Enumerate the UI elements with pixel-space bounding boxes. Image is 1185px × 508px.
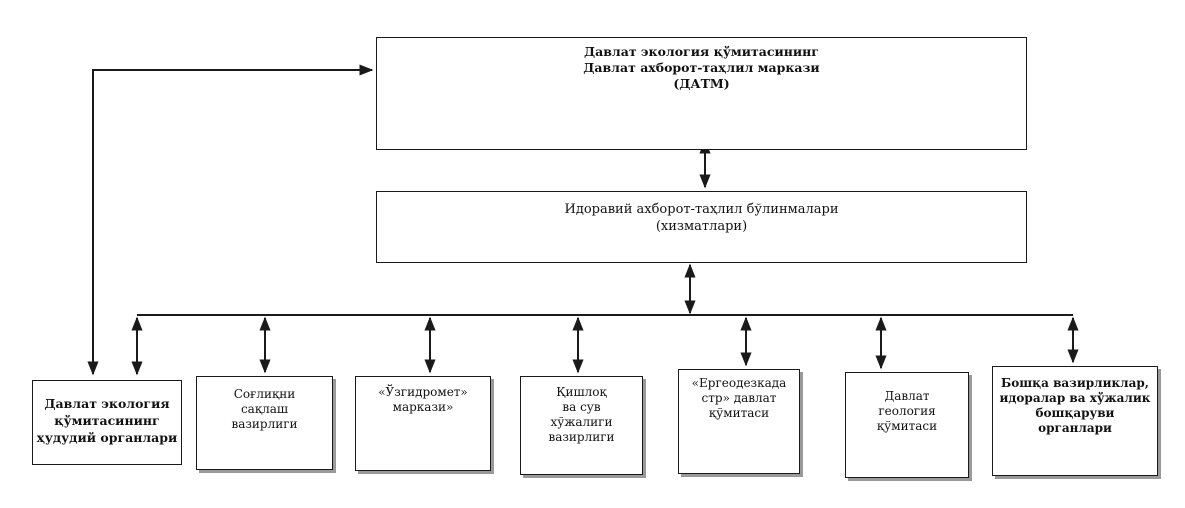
box-text-line: вазирлиги	[548, 430, 615, 444]
box-text-line: Қишлоқ	[556, 385, 607, 399]
box-text-line: Давлат	[884, 389, 930, 403]
box-text-line: қўмитаси	[876, 419, 938, 433]
regional-bodies-box: Давлат экология қўмитасининг ҳудудий орг…	[32, 380, 182, 465]
datm-title-line-1: Давлат экология қўмитасининг	[584, 44, 819, 59]
box-text-line: сақлаш	[240, 402, 289, 416]
box-text-line: Давлат экология	[44, 396, 170, 411]
geology-committee-box: Давлат геология қўмитаси	[845, 372, 969, 478]
box-text-line: стр» давлат	[701, 391, 777, 405]
box-text-line: ҳудудий органлари	[36, 430, 178, 445]
datm-title-line-3: (ДАТМ)	[673, 76, 730, 91]
box-text-line: қўмитасининг	[54, 413, 160, 428]
box-text-line: хўжалиги	[550, 415, 613, 429]
box-text-line: идоралар ва хўжалик	[999, 391, 1151, 405]
box-text-line: Соғлиқни	[233, 387, 296, 401]
box-text-line: қўмитаси	[708, 406, 770, 420]
health-ministry-box: Соғлиқни сақлаш вазирлиги	[196, 376, 333, 470]
geodesy-cadastre-committee-box: «Ергеодезкада стр» давлат қўмитаси	[678, 369, 800, 474]
box-text-line: маркази»	[392, 400, 454, 414]
box-text-line: «Ўзгидромет»	[378, 385, 468, 399]
departmental-units-line-1: Идоравий ахборот-таҳлил бўлинмалари	[564, 202, 839, 217]
box-text-line: геология	[878, 404, 936, 418]
box-text-line: «Ергеодезкада	[691, 376, 787, 390]
box-text-line: бошқаруви	[1035, 406, 1115, 420]
other-ministries-box: Бошқа вазирликлар, идоралар ва хўжалик б…	[992, 366, 1158, 476]
box-text-line: Бошқа вазирликлар,	[1001, 376, 1149, 390]
departmental-units-line-2: (хизматлари)	[655, 219, 748, 234]
box-text-line: органлари	[1038, 421, 1112, 435]
agriculture-water-ministry-box: Қишлоқ ва сув хўжалиги вазирлиги	[520, 376, 643, 475]
uzhydromet-center-box: «Ўзгидромет» маркази»	[355, 376, 491, 471]
datm-center-box: Давлат экология қўмитасининг Давлат ахбо…	[376, 37, 1027, 150]
arrow-regional-to-datm	[87, 64, 374, 376]
datm-title-line-2: Давлат ахборот-таҳлил маркази	[583, 60, 820, 75]
departmental-units-box: Идоравий ахборот-таҳлил бўлинмалари (хиз…	[376, 191, 1027, 263]
box-text-line: ва сув	[562, 400, 601, 414]
box-text-line: вазирлиги	[231, 417, 298, 431]
